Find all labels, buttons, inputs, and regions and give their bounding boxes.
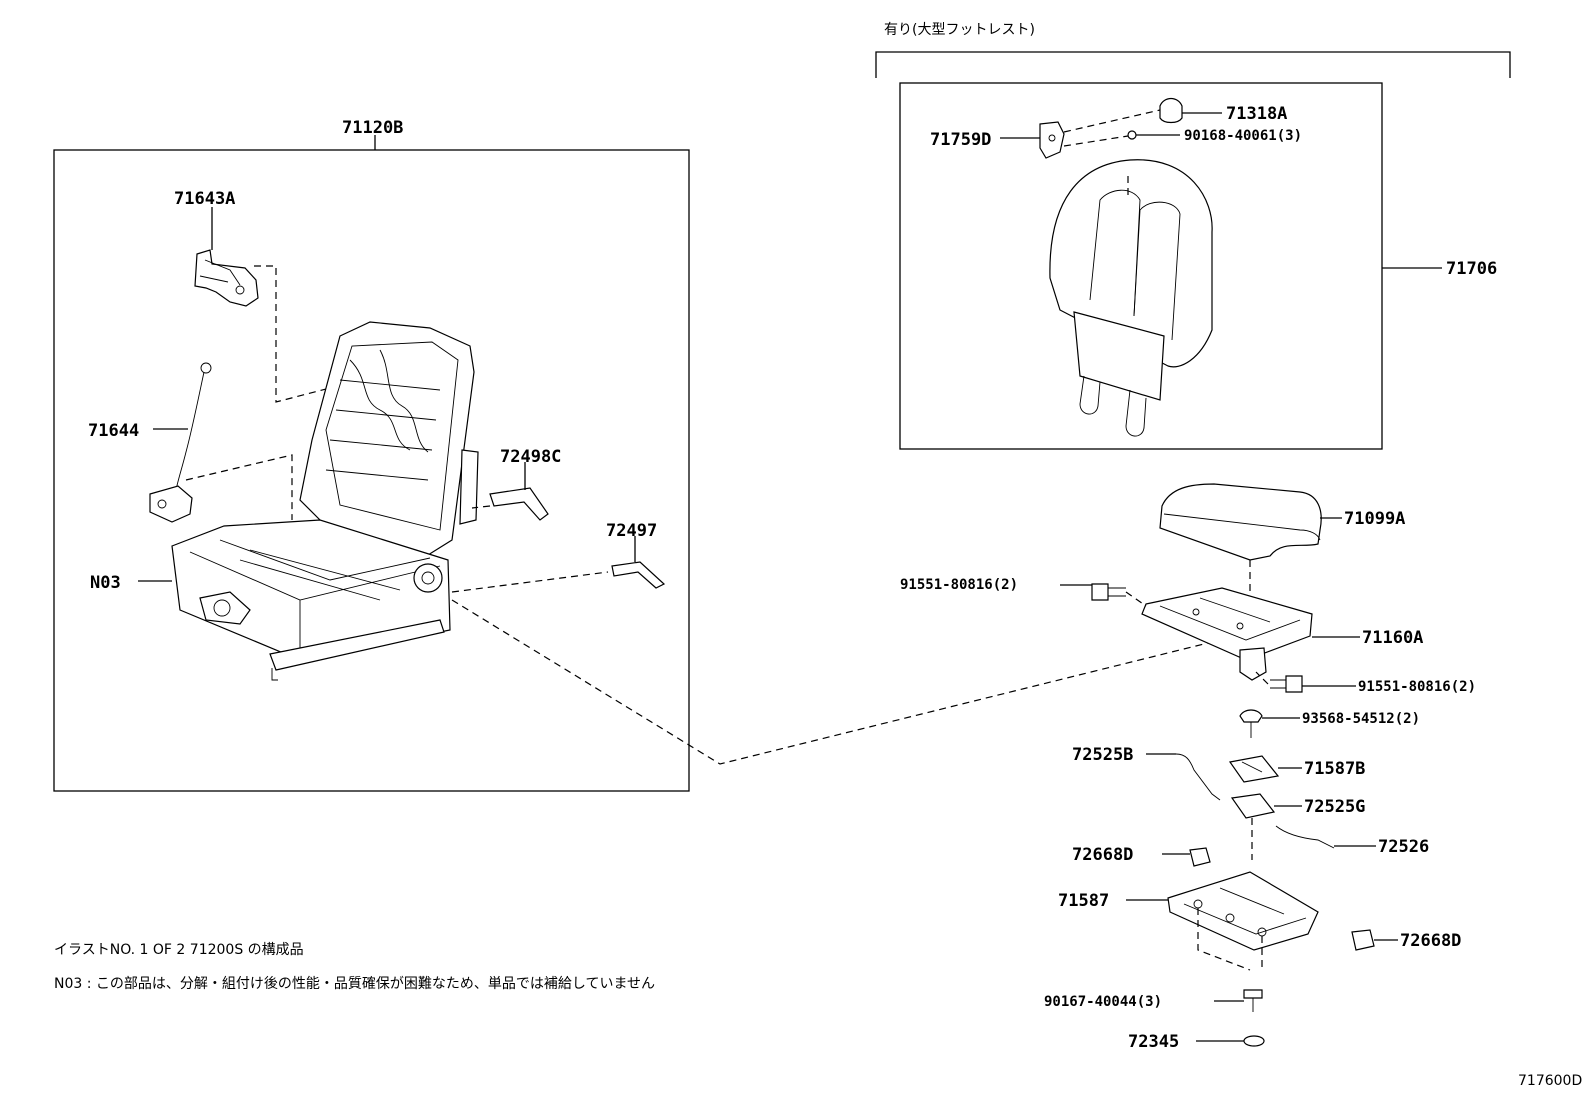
label-72668d-top: 72668D: [1072, 845, 1133, 865]
plate-71160a-part: [1141, 587, 1313, 681]
clip-93568-part: [1239, 709, 1263, 738]
cap-71318a-part: [1159, 97, 1183, 124]
label-71706: 71706: [1446, 259, 1497, 279]
label-71120b: 71120B: [342, 118, 403, 138]
bolt-91551-right-part: [1270, 675, 1303, 693]
label-90168: 90168-40061(3): [1184, 128, 1302, 144]
bracket-71759d-part: [1039, 121, 1065, 159]
label-72526: 72526: [1378, 837, 1429, 857]
bracket-72497-part: [611, 561, 666, 589]
option-bracket-line: [875, 51, 1511, 78]
seat-cushion-frame: [171, 519, 451, 681]
wire-72526-part: [1275, 825, 1335, 849]
label-71644: 71644: [88, 421, 139, 441]
cable-part: [149, 362, 212, 523]
base-plate-71587-part: [1167, 871, 1319, 951]
pad-71587b-part: [1228, 755, 1280, 783]
label-71160a: 71160A: [1362, 628, 1423, 648]
footrest-71706-part: [1049, 159, 1213, 437]
clip-72668d-right-part: [1351, 929, 1375, 951]
label-72498c: 72498C: [500, 447, 561, 467]
bracket-72498c-part: [489, 487, 549, 521]
recliner-bracket-part: [194, 249, 259, 307]
wire-72525b-part: [1175, 753, 1221, 801]
label-72525b: 72525B: [1072, 745, 1133, 765]
label-71099a: 71099A: [1344, 509, 1405, 529]
diagram-code: 717600D: [1518, 1073, 1582, 1089]
part-72525g: [1230, 793, 1276, 819]
label-71318a: 71318A: [1226, 104, 1287, 124]
label-71587b: 71587B: [1304, 759, 1365, 779]
cushion-pad-71099a-part: [1159, 483, 1322, 561]
clip-72668d-top-part: [1189, 847, 1211, 867]
label-91551-left: 91551-80816(2): [900, 577, 1018, 593]
label-71587: 71587: [1058, 891, 1109, 911]
label-72525g: 72525G: [1304, 797, 1365, 817]
label-72345: 72345: [1128, 1032, 1179, 1052]
option-note-label: 有り(大型フットレスト): [884, 22, 1035, 38]
label-90167: 90167-40044(3): [1044, 994, 1162, 1010]
bolt-91551-left-part: [1091, 583, 1126, 601]
screw-90168-part: [1127, 130, 1137, 140]
assembly-frame-box: [53, 149, 690, 792]
note-line-2: N03 : この部品は、分解・組付け後の性能・品質確保が困難なため、単品では補給…: [54, 976, 655, 992]
seat-back-frame: [299, 321, 479, 561]
screw-90167-part: [1243, 989, 1263, 1012]
footrest-assembly-box: [899, 82, 1383, 450]
label-71759d: 71759D: [930, 130, 991, 150]
label-72497: 72497: [606, 521, 657, 541]
label-71643a: 71643A: [174, 189, 235, 209]
label-n03: N03: [90, 573, 121, 593]
washer-72345-part: [1243, 1035, 1265, 1047]
label-93568: 93568-54512(2): [1302, 711, 1420, 727]
label-91551-right: 91551-80816(2): [1358, 679, 1476, 695]
label-72668d-right: 72668D: [1400, 931, 1461, 951]
note-line-1: イラストNO. 1 OF 2 71200S の構成品: [54, 942, 304, 958]
